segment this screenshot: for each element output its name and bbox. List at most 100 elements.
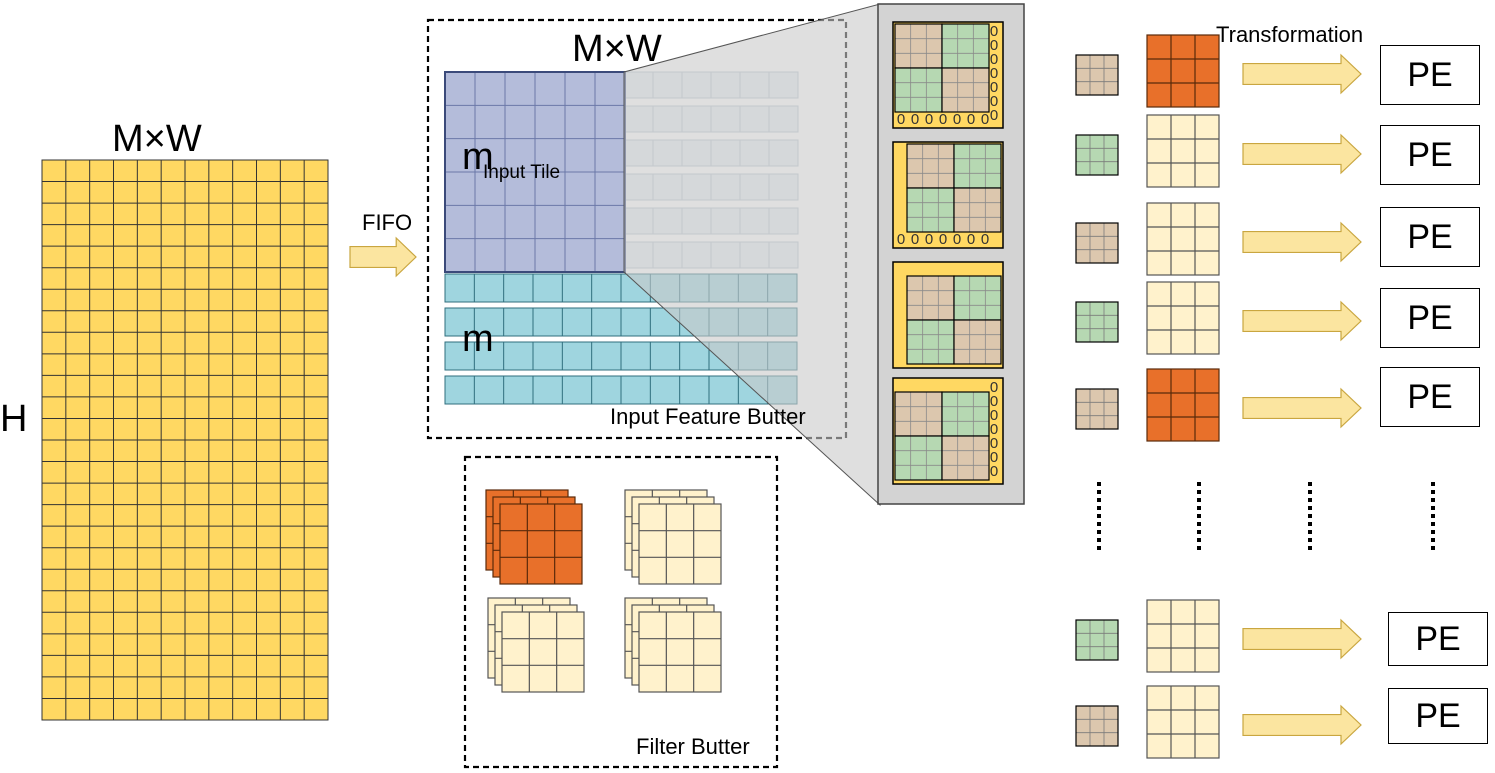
padding-zero: 0 bbox=[897, 231, 905, 248]
zoom-block bbox=[953, 319, 1002, 365]
padding-zero: 0 bbox=[925, 111, 933, 128]
padding-zero: 0 bbox=[953, 111, 961, 128]
zoom-block bbox=[953, 143, 1002, 189]
input-rows-m-label: m bbox=[462, 318, 494, 360]
input-feature-buffer bbox=[426, 3, 881, 507]
padding-zero: 0 bbox=[990, 463, 998, 480]
padding-zero: 0 bbox=[990, 107, 998, 124]
pe-row bbox=[1075, 281, 1362, 355]
pe-box: PE bbox=[1380, 207, 1480, 267]
pe-arrow bbox=[1242, 618, 1362, 660]
pe-small-block bbox=[1075, 134, 1119, 176]
pe-small-block bbox=[1075, 619, 1119, 661]
input-buffer-caption: Input Feature Butter bbox=[610, 404, 806, 429]
padding-zero: 0 bbox=[939, 111, 947, 128]
pe-filter bbox=[1146, 685, 1220, 759]
pe-box: PE bbox=[1388, 612, 1488, 666]
feature-map-cells bbox=[41, 159, 329, 721]
pe-filter bbox=[1146, 281, 1220, 355]
pe-box: PE bbox=[1380, 125, 1480, 185]
pe-small-block bbox=[1075, 54, 1119, 96]
pe-box: PE bbox=[1380, 367, 1480, 427]
fifo-label: FIFO bbox=[362, 210, 413, 235]
zoom-block bbox=[953, 275, 1002, 321]
zoom-block bbox=[894, 435, 943, 481]
input-buffer-border bbox=[426, 18, 848, 440]
padding-zero: 0 bbox=[981, 231, 989, 248]
padding-zero: 0 bbox=[925, 231, 933, 248]
zoom-tile bbox=[892, 261, 1004, 369]
padding-zero: 0 bbox=[990, 435, 998, 452]
feature-map-grid bbox=[41, 159, 329, 721]
zoom-block bbox=[941, 391, 990, 437]
padding-zero: 0 bbox=[990, 407, 998, 424]
filter-layer bbox=[638, 611, 722, 693]
padding-zero: 0 bbox=[990, 79, 998, 96]
padding-zero: 0 bbox=[990, 51, 998, 68]
pe-row bbox=[1075, 599, 1362, 673]
padding-zero: 0 bbox=[990, 393, 998, 410]
zoom-block bbox=[894, 67, 943, 113]
zoom-block bbox=[894, 391, 943, 437]
pe-arrow bbox=[1242, 300, 1362, 342]
zoom-block bbox=[906, 143, 955, 189]
padding-zero: 0 bbox=[911, 231, 919, 248]
filter-layer bbox=[501, 611, 585, 693]
pe-small-block bbox=[1075, 705, 1119, 747]
pe-box: PE bbox=[1388, 688, 1488, 744]
pe-arrow bbox=[1242, 53, 1362, 95]
padding-zero: 0 bbox=[953, 231, 961, 248]
padding-zero: 0 bbox=[990, 65, 998, 82]
pe-small-block bbox=[1075, 301, 1119, 343]
filter-buffer-caption: Filter Butter bbox=[636, 734, 750, 759]
feature-map-height-label: H bbox=[0, 398, 28, 440]
pe-arrow bbox=[1242, 133, 1362, 175]
padding-zero: 0 bbox=[967, 111, 975, 128]
pe-arrow bbox=[1242, 221, 1362, 263]
fifo-arrow bbox=[349, 236, 417, 278]
input-tile-label: Input Tile bbox=[483, 162, 561, 183]
filter-buffer-border bbox=[463, 455, 779, 769]
pe-filter bbox=[1146, 368, 1220, 442]
pe-array bbox=[1075, 34, 1435, 759]
zoom-block bbox=[906, 187, 955, 233]
zoom-block bbox=[941, 23, 990, 69]
padding-zero: 0 bbox=[981, 111, 989, 128]
pe-row bbox=[1075, 368, 1362, 442]
feature-map-width-label: M×W bbox=[112, 118, 202, 160]
zoom-block bbox=[906, 319, 955, 365]
transformation-label: Transformation bbox=[1216, 22, 1364, 47]
pe-filter bbox=[1146, 114, 1220, 188]
pe-row bbox=[1075, 34, 1362, 108]
filter-stack-cream-2 bbox=[487, 597, 585, 693]
pe-filter bbox=[1146, 202, 1220, 276]
filter-buffer bbox=[463, 455, 779, 769]
input-buffer-width-label: M×W bbox=[572, 28, 662, 70]
zoom-block bbox=[894, 23, 943, 69]
padding-zero: 0 bbox=[990, 449, 998, 466]
pe-filter bbox=[1146, 599, 1220, 673]
filter-stack-cream-3 bbox=[624, 597, 722, 693]
pe-filter bbox=[1146, 34, 1220, 108]
pe-row bbox=[1075, 202, 1362, 276]
padding-zero: 0 bbox=[990, 23, 998, 40]
zoom-block bbox=[941, 435, 990, 481]
zoom-block bbox=[953, 187, 1002, 233]
input-cyan-row bbox=[444, 375, 798, 405]
pe-arrow bbox=[1242, 704, 1362, 746]
input-tile-m-label: m bbox=[462, 136, 494, 178]
filter-stack-cream-1 bbox=[624, 489, 722, 585]
zoom-block bbox=[906, 275, 955, 321]
padding-zero: 0 bbox=[967, 231, 975, 248]
zoom-block bbox=[941, 67, 990, 113]
filter-stack-orange bbox=[485, 489, 583, 585]
padding-zero: 0 bbox=[990, 93, 998, 110]
fifo-arrow-shape bbox=[349, 236, 417, 278]
padding-zero: 0 bbox=[990, 421, 998, 438]
pe-box: PE bbox=[1380, 288, 1480, 348]
